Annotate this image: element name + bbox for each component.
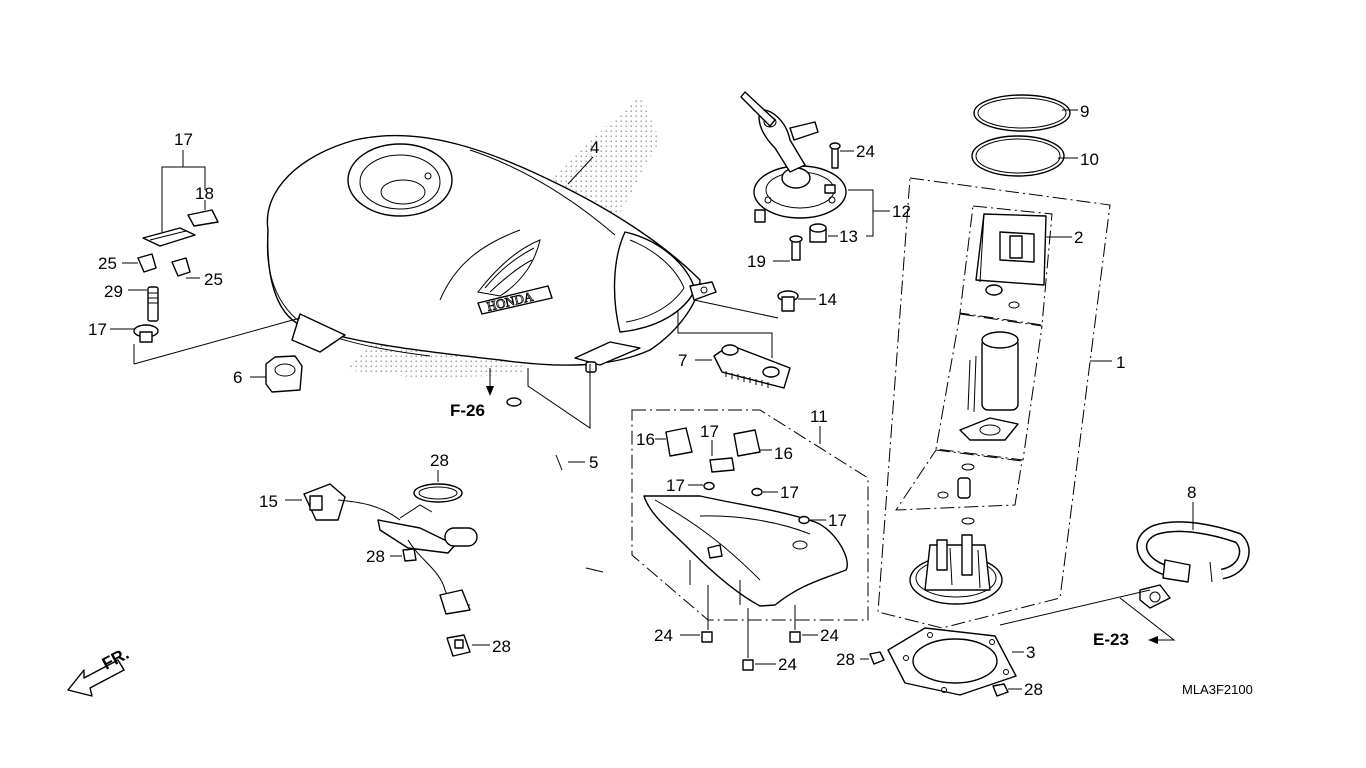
fuel-level-sensor <box>303 483 478 615</box>
callout-19: 17 <box>88 320 107 339</box>
callout-24c: 24 <box>778 655 797 674</box>
nut-28a <box>402 548 417 562</box>
grommet-17a <box>703 481 715 491</box>
label-20 <box>709 457 735 473</box>
rubber-cushion <box>713 344 791 389</box>
callout-6: 6 <box>233 368 242 387</box>
bolt-23 <box>829 142 841 169</box>
callout-14: 14 <box>818 290 837 309</box>
callout-28b: 28 <box>836 650 855 669</box>
collar-14 <box>777 290 799 312</box>
fuel-pump-motor <box>959 331 1019 441</box>
callout-28c: 28 <box>1024 680 1043 699</box>
callout-4: 4 <box>590 138 599 157</box>
callout-25a: 25 <box>98 254 117 273</box>
callout-17b: 17 <box>780 483 799 502</box>
callout-24a: 24 <box>654 626 673 645</box>
callout-13: 13 <box>839 227 858 246</box>
callout-27: 28 <box>492 637 511 656</box>
callout-3: 3 <box>1026 643 1035 662</box>
callout-15: 15 <box>259 492 278 511</box>
pad-16b <box>733 429 761 457</box>
fuel-pump-base <box>909 534 1003 605</box>
nut-28c <box>992 683 1009 697</box>
callout-16a: 16 <box>636 430 655 449</box>
callout-22: 19 <box>747 252 766 271</box>
callout-17c: 17 <box>828 511 847 530</box>
callout-21: 18 <box>195 184 214 203</box>
front-direction-arrow: FR. <box>67 644 132 697</box>
fuel-filter <box>975 213 1047 309</box>
pump-gasket-plate <box>887 627 1017 696</box>
callout-11: 11 <box>810 407 828 426</box>
breather-hose <box>506 397 611 691</box>
fuel-tank: HONDA <box>266 95 717 378</box>
pad-16a <box>665 427 693 457</box>
nut-24a <box>701 631 713 643</box>
nut-24b <box>789 631 801 643</box>
callout-26: 28 <box>430 451 449 470</box>
callout-8: 8 <box>1187 483 1196 502</box>
nut-28b <box>869 651 885 665</box>
rubber-mount <box>265 355 303 393</box>
ref-e23: E-23 <box>1093 630 1129 649</box>
callout-18: 17 <box>174 130 193 149</box>
callout-29: 29 <box>104 282 123 301</box>
grommet-17c <box>798 515 810 525</box>
fuel-cap-assembly <box>740 91 847 223</box>
tank-cover-assembly <box>133 209 219 343</box>
callout-12: 12 <box>892 202 911 221</box>
grommet-17b <box>751 487 763 497</box>
callout-10: 10 <box>1080 150 1099 169</box>
clip-27 <box>446 634 471 657</box>
callout-17a: 17 <box>666 476 685 495</box>
fuel-pressure-regulator <box>937 463 975 525</box>
heat-guard <box>643 495 848 607</box>
fuel-feed-hose <box>1136 521 1250 609</box>
callout-28a: 28 <box>366 547 385 566</box>
callout-16b: 16 <box>774 444 793 463</box>
callout-1: 1 <box>1116 353 1125 372</box>
seal-rings <box>971 94 1071 177</box>
callout-9: 9 <box>1080 102 1089 121</box>
callout-20: 17 <box>700 422 719 441</box>
ref-f26: F-26 <box>450 401 485 420</box>
callout-23: 24 <box>856 142 875 161</box>
callout-7: 7 <box>678 351 687 370</box>
callout-2: 2 <box>1074 228 1083 247</box>
bolt-22 <box>789 235 803 261</box>
callout-25b: 25 <box>204 270 223 289</box>
diagram-code: MLA3F2100 <box>1182 682 1253 697</box>
callout-5: 5 <box>589 453 598 472</box>
nut-24c <box>742 659 754 671</box>
bushing-13 <box>809 223 827 243</box>
callout-24b: 24 <box>820 626 839 645</box>
